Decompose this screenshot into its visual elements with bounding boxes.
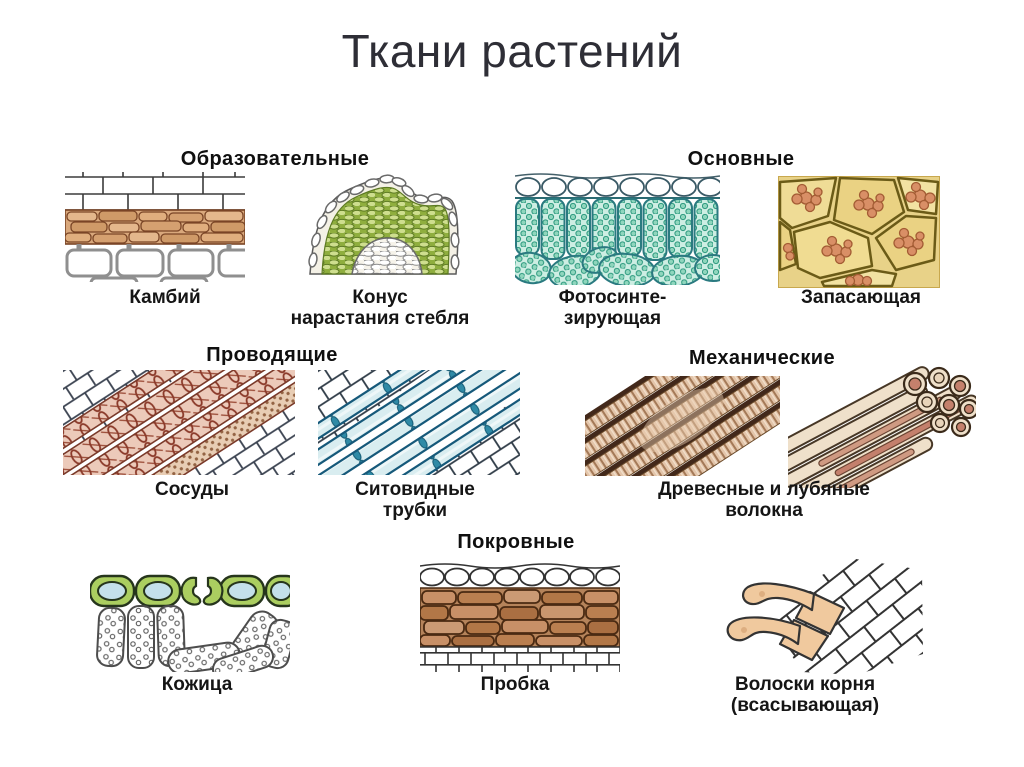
caption-line: волокна	[725, 500, 803, 521]
caption-line: Кожица	[161, 674, 233, 695]
caption-line: (всасывающая)	[730, 695, 880, 716]
sieve-tubes-caption: Ситовидные трубки	[315, 479, 515, 521]
storage-caption: Запасающая	[761, 287, 961, 308]
section-heading-covering: Покровные	[457, 531, 575, 553]
caption-line: Волоски корня	[734, 674, 876, 695]
root-hairs-illustration	[706, 556, 924, 678]
section-heading-meristematic: Образовательные	[180, 148, 370, 170]
epidermis-caption: Кожица	[97, 674, 297, 695]
section-heading-ground: Основные	[687, 148, 795, 170]
stem-growth-cone-caption: Конус нарастания стебля	[270, 287, 490, 329]
section-heading-conductive: Проводящие	[206, 344, 338, 366]
caption-line: Ситовидные	[355, 479, 475, 500]
epidermis-illustration	[90, 562, 290, 672]
cork-illustration	[420, 556, 620, 672]
page-title: Ткани растений	[341, 25, 683, 77]
caption-line: Запасающая	[800, 287, 922, 308]
caption-line: трубки	[382, 500, 448, 521]
photosynthetic-caption: Фотосинте- зирующая	[510, 287, 715, 329]
caption-line: зирующая	[563, 308, 662, 329]
caption-line: Конус	[352, 287, 408, 308]
cork-caption: Пробка	[415, 674, 615, 695]
wood-bast-fibers-caption: Древесные и лубяные волокна	[614, 479, 914, 521]
bast-fiber-bundle-illustration	[788, 362, 976, 488]
wood-fibers-illustration	[585, 376, 780, 476]
photosynthetic-tissue-illustration	[515, 170, 720, 285]
storage-tissue-illustration	[778, 176, 940, 288]
root-hairs-caption: Волоски корня (всасывающая)	[705, 674, 905, 716]
caption-line: Древесные и лубяные	[658, 479, 870, 500]
sieve-tubes-illustration	[318, 370, 520, 475]
caption-line: Пробка	[480, 674, 550, 695]
caption-line: Фотосинте-	[558, 287, 667, 308]
section-heading-mechanical: Механические	[689, 347, 835, 369]
caption-line: Сосуды	[154, 479, 230, 500]
stem-growth-cone-illustration	[300, 170, 470, 283]
caption-line: нарастания стебля	[290, 308, 470, 329]
caption-line: Камбий	[129, 287, 201, 308]
vessels-caption: Сосуды	[92, 479, 292, 500]
cambium-caption: Камбий	[65, 287, 265, 308]
cambium-illustration	[65, 170, 245, 282]
vessels-illustration	[63, 370, 295, 475]
